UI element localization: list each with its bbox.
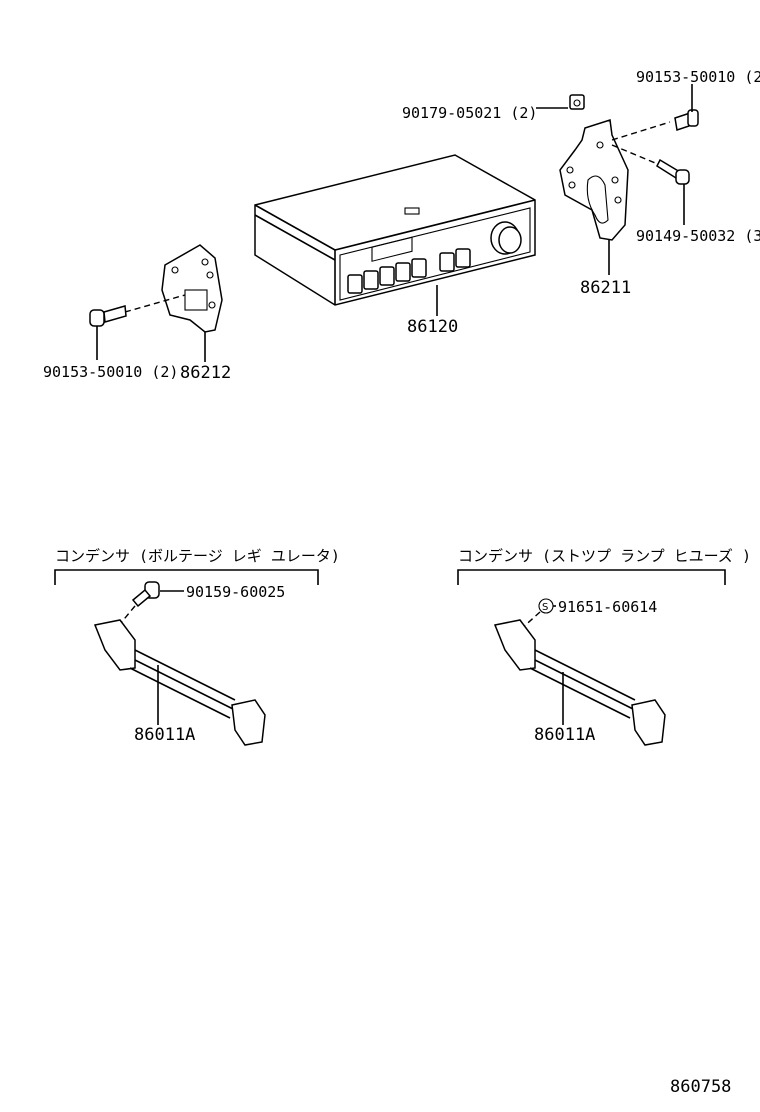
label-90179-05021: 90179-05021 (2) <box>402 104 537 122</box>
label-90159-60025: 90159-60025 <box>186 583 285 601</box>
label-86212: 86212 <box>180 363 231 383</box>
group-left-heading: コンデンサ (ボルテージ レギ ユレータ) <box>55 547 340 565</box>
label-90149-50032: 90149-50032 (3 <box>636 227 760 245</box>
special-mark-s: S <box>542 602 548 613</box>
capacitor-group-left-drawing <box>54 569 319 746</box>
label-86011a-right: 86011A <box>534 725 595 745</box>
bracket-right-drawing <box>536 84 699 275</box>
label-90153-50010-left: 90153-50010 (2) <box>43 363 178 381</box>
label-86011a-left: 86011A <box>134 725 195 745</box>
label-86120: 86120 <box>407 317 458 337</box>
label-86211: 86211 <box>580 278 631 298</box>
label-90153-50010-right: 90153-50010 (2 <box>636 68 760 86</box>
group-right-heading: コンデンサ (ストツプ ランプ ヒユーズ ) <box>458 547 751 565</box>
capacitor-group-right-drawing: S <box>457 569 726 746</box>
label-91651-60614: 91651-60614 <box>558 598 657 616</box>
bracket-left-drawing <box>89 244 223 362</box>
radio-unit-drawing <box>254 154 536 316</box>
diagram-code: 860758 <box>670 1077 731 1097</box>
